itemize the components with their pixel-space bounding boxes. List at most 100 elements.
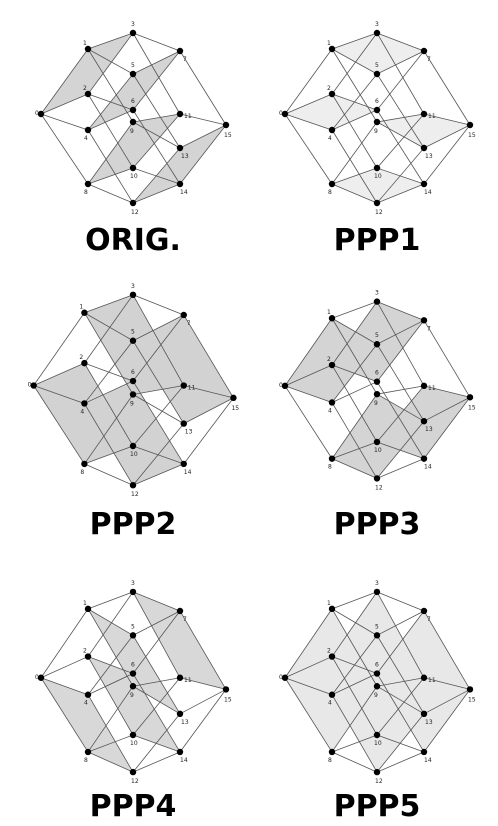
node-label-12: 12 bbox=[375, 209, 383, 216]
shaded-face-1 bbox=[88, 608, 180, 714]
edge-9-13 bbox=[132, 685, 181, 715]
node-label-11: 11 bbox=[428, 113, 436, 120]
node-3 bbox=[129, 588, 137, 596]
edge-0-1 bbox=[284, 318, 333, 387]
edge-13-15 bbox=[423, 396, 471, 422]
edge-12-14 bbox=[376, 458, 425, 479]
node-11 bbox=[176, 674, 184, 681]
node-label-10: 10 bbox=[374, 740, 382, 747]
edge-2-3 bbox=[331, 301, 378, 366]
node-label-10: 10 bbox=[130, 740, 138, 747]
node-6 bbox=[373, 106, 381, 114]
node-label-2: 2 bbox=[327, 85, 331, 92]
edge-9-13 bbox=[132, 394, 184, 424]
node-2 bbox=[328, 361, 336, 369]
edge-3-7 bbox=[376, 301, 425, 321]
node-label-11: 11 bbox=[428, 385, 436, 392]
node-4 bbox=[84, 126, 92, 134]
shaded-face-0 bbox=[41, 677, 133, 773]
node-5 bbox=[373, 632, 381, 639]
edge-8-10 bbox=[84, 445, 134, 465]
edge-8-12 bbox=[87, 751, 134, 773]
node-label-4: 4 bbox=[328, 407, 332, 414]
node-label-5: 5 bbox=[375, 62, 379, 69]
edge-3-11 bbox=[132, 294, 185, 386]
edge-1-5 bbox=[331, 317, 378, 345]
edge-8-10 bbox=[87, 734, 134, 753]
node-13 bbox=[180, 420, 187, 427]
edge-9-11 bbox=[376, 677, 425, 687]
edge-6-7 bbox=[376, 320, 425, 382]
node-10 bbox=[129, 442, 137, 450]
node-0 bbox=[281, 674, 289, 681]
edge-4-12 bbox=[331, 129, 378, 204]
node-label-12: 12 bbox=[131, 778, 139, 785]
node-label-11: 11 bbox=[188, 385, 196, 392]
edge-13-15 bbox=[179, 124, 227, 149]
edge-11-15 bbox=[179, 113, 227, 126]
node-label-14: 14 bbox=[180, 757, 188, 764]
edge-2-3 bbox=[331, 591, 378, 657]
panel-ppp4-label: PPP4 bbox=[90, 789, 177, 824]
node-label-9: 9 bbox=[130, 128, 134, 135]
node-label-15: 15 bbox=[468, 404, 476, 411]
edge-0-8 bbox=[284, 385, 333, 459]
node-9 bbox=[373, 118, 381, 126]
edge-12-13 bbox=[132, 147, 181, 204]
node-label-2: 2 bbox=[327, 356, 331, 363]
edge-13-15 bbox=[183, 397, 234, 424]
node-label-5: 5 bbox=[131, 62, 135, 69]
edge-2-10 bbox=[87, 93, 134, 169]
node-label-6: 6 bbox=[131, 369, 135, 376]
node-1 bbox=[84, 605, 92, 613]
node-label-1: 1 bbox=[327, 40, 331, 47]
shaded-face-0 bbox=[41, 33, 133, 114]
edge-1-5 bbox=[84, 312, 134, 342]
edge-4-12 bbox=[84, 403, 134, 486]
panel-ppp5-label: PPP5 bbox=[334, 789, 421, 824]
node-10 bbox=[373, 731, 381, 739]
node-6 bbox=[129, 106, 137, 114]
node-label-8: 8 bbox=[328, 464, 332, 471]
shaded-face-3 bbox=[332, 168, 424, 203]
edge-3-7 bbox=[132, 294, 184, 316]
edge-5-13 bbox=[132, 73, 181, 149]
edge-0-8 bbox=[40, 677, 89, 753]
panel-ppp2-label: PPP2 bbox=[90, 507, 177, 542]
node-9 bbox=[373, 683, 381, 690]
node-8 bbox=[81, 460, 88, 468]
edge-5-13 bbox=[376, 344, 425, 422]
node-6 bbox=[129, 670, 137, 677]
edge-1-9 bbox=[331, 318, 378, 395]
edge-0-2 bbox=[40, 656, 89, 679]
node-label-3: 3 bbox=[375, 290, 379, 297]
node-label-0: 0 bbox=[279, 382, 283, 389]
node-13 bbox=[176, 710, 184, 717]
edge-6-14 bbox=[376, 381, 425, 459]
node-11 bbox=[420, 674, 428, 681]
edge-5-7 bbox=[132, 314, 184, 342]
edge-3-11 bbox=[376, 32, 425, 115]
edge-0-1 bbox=[40, 48, 89, 115]
edge-4-12 bbox=[87, 694, 134, 773]
edge-5-13 bbox=[132, 635, 181, 715]
shaded-face-2 bbox=[377, 114, 470, 148]
node-label-6: 6 bbox=[131, 98, 135, 105]
edge-6-14 bbox=[132, 673, 181, 753]
shaded-face-2 bbox=[88, 114, 180, 184]
node-10 bbox=[129, 731, 137, 739]
edge-2-3 bbox=[331, 32, 378, 95]
edge-4-6 bbox=[331, 673, 378, 696]
node-label-2: 2 bbox=[79, 354, 83, 361]
edge-0-1 bbox=[284, 48, 333, 115]
node-label-13: 13 bbox=[181, 153, 189, 160]
edge-0-4 bbox=[40, 677, 89, 696]
node-14 bbox=[420, 180, 428, 188]
node-13 bbox=[420, 710, 428, 717]
edge-1-3 bbox=[331, 32, 378, 50]
edge-6-14 bbox=[132, 380, 185, 465]
node-12 bbox=[129, 768, 137, 776]
edge-3-7 bbox=[376, 591, 425, 612]
edge-6-14 bbox=[132, 109, 181, 185]
node-3 bbox=[129, 29, 137, 37]
